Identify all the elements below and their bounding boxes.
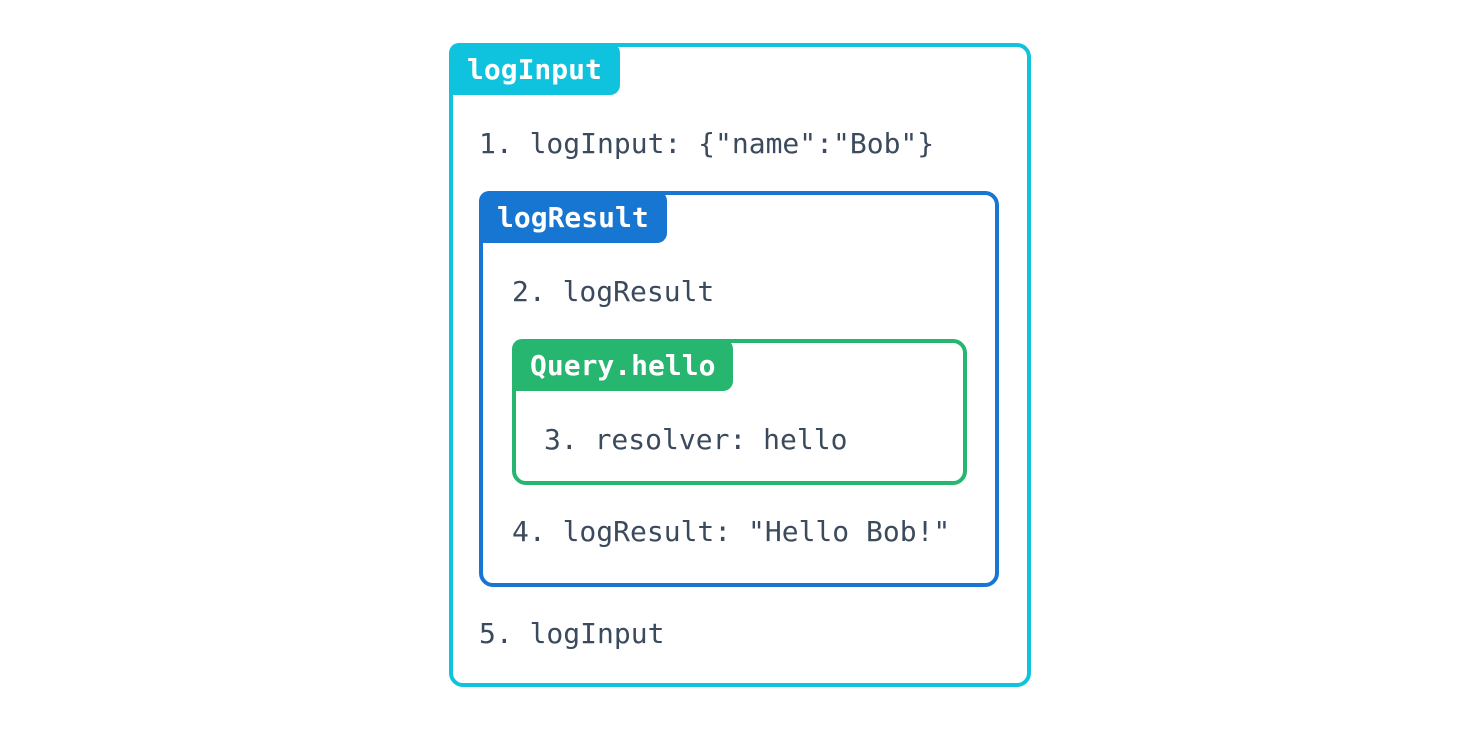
logresult-box: logResult 2. logResult Query.hello 3. re…	[479, 191, 999, 587]
query-hello-box-content: 3. resolver: hello	[516, 343, 963, 481]
query-hello-tab-label: Query.hello	[530, 348, 716, 382]
loginput-box: logInput 1. logInput: {"name":"Bob"} log…	[449, 43, 1031, 687]
loginput-tab: logInput	[449, 43, 620, 95]
step-4-logresult: 4. logResult: "Hello Bob!"	[512, 515, 951, 548]
query-hello-box: Query.hello 3. resolver: hello	[512, 339, 967, 485]
logresult-box-content: 2. logResult Query.hello 3. resolver: he…	[483, 195, 995, 583]
logresult-tab-label: logResult	[497, 200, 649, 234]
step-3-resolver: 3. resolver: hello	[544, 423, 848, 456]
query-hello-tab: Query.hello	[512, 339, 734, 391]
step-1-loginput: 1. logInput: {"name":"Bob"}	[479, 127, 935, 160]
loginput-box-content: 1. logInput: {"name":"Bob"} logResult 2.…	[453, 47, 1027, 683]
loginput-tab-label: logInput	[467, 52, 602, 86]
step-5-loginput: 5. logInput	[479, 617, 665, 650]
logresult-tab: logResult	[479, 191, 667, 243]
step-2-logresult: 2. logResult	[512, 275, 715, 308]
